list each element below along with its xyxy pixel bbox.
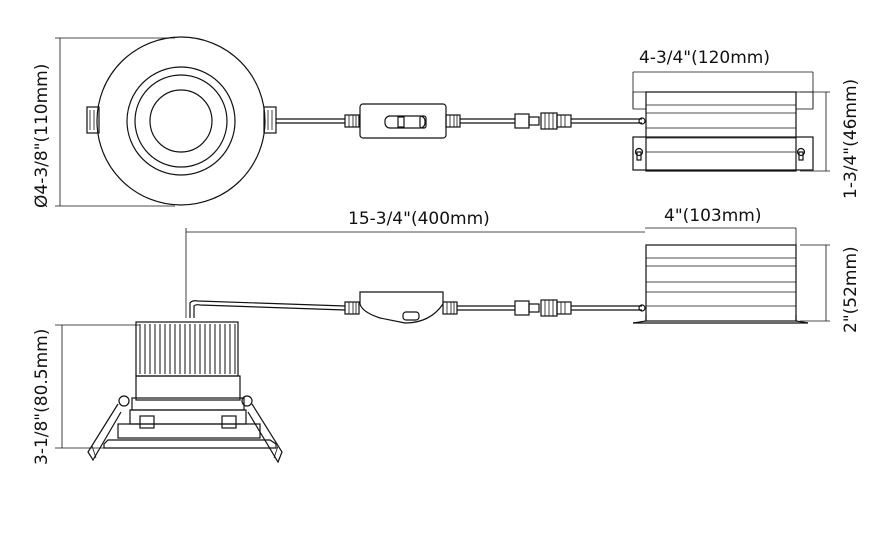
diameter-dimension: Ø4-3/8"(110mm) [32,37,175,208]
inline-switch-top [359,103,447,139]
top-view: Ø4-3/8"(110mm) [32,36,861,208]
fixture-height-label: 3-1/8"(80.5mm) [32,329,52,465]
driver-length-top-dimension: 4-3/4"(120mm) [632,48,814,108]
cable-top [276,103,646,139]
driver-height-top-label: 1-3/4"(46mm) [841,79,861,199]
cable-length-label: 15-3/4"(400mm) [348,209,490,229]
driver-top [632,91,814,172]
fixture-height-dimension: 3-1/8"(80.5mm) [32,324,140,465]
side-view: 15-3/4"(400mm) 4"(103mm) 2"(52mm) [32,206,861,465]
diameter-label: Ø4-3/8"(110mm) [32,64,52,208]
connector-male-side [514,300,530,316]
downlight-top [86,36,277,206]
driver-height-side-dimension: 2"(52mm) [800,244,861,333]
driver-length-side-dimension: 4"(103mm) [645,206,797,246]
inline-switch-side [359,291,444,324]
cable-side [189,291,646,324]
connector-male-top [514,113,530,129]
cable-length-dimension: 15-3/4"(400mm) [185,209,645,318]
driver-length-top-label: 4-3/4"(120mm) [639,48,770,68]
driver-length-side-label: 4"(103mm) [664,206,761,226]
driver-height-side-label: 2"(52mm) [841,246,861,333]
driver-side [632,244,809,324]
downlight-side [87,321,283,464]
driver-height-top-dimension: 1-3/4"(46mm) [800,79,861,199]
